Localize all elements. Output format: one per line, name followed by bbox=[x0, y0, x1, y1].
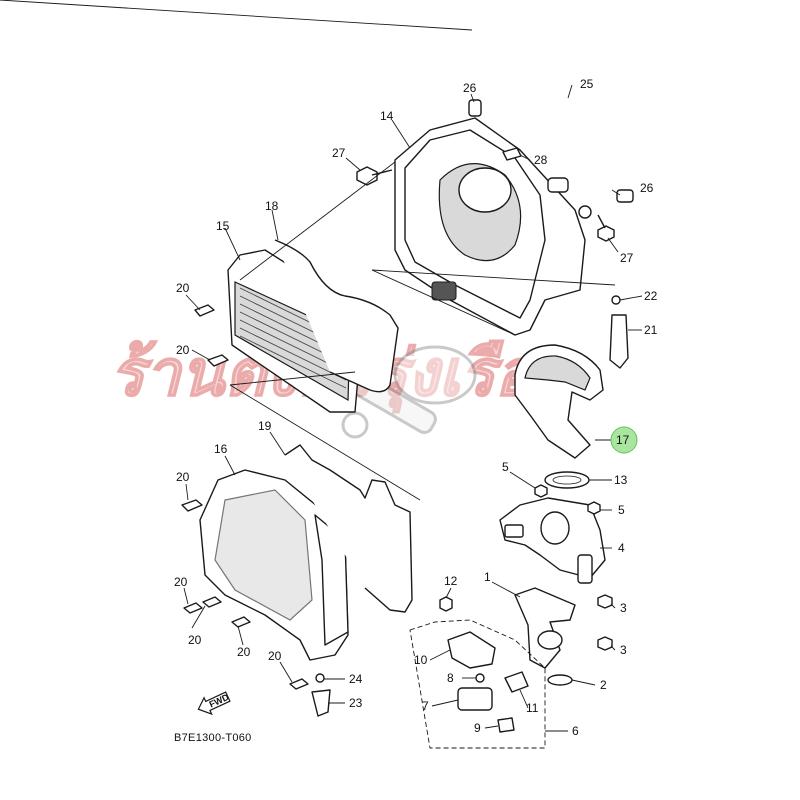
callout-1: 1 bbox=[484, 570, 491, 584]
screw-27-left bbox=[356, 166, 393, 186]
air-filter-case-14 bbox=[394, 117, 592, 336]
callout-3-b: 3 bbox=[620, 643, 627, 657]
callout-6: 6 bbox=[572, 724, 579, 738]
drawing-code: B7E1300-T060 bbox=[174, 732, 252, 744]
drain-plug-21-22 bbox=[609, 295, 629, 369]
intake-joint-17 bbox=[514, 344, 604, 459]
callout-23: 23 bbox=[349, 696, 363, 710]
callout-19: 19 bbox=[258, 419, 272, 433]
callout-20-f: 20 bbox=[237, 645, 251, 659]
fasteners-top bbox=[356, 99, 634, 242]
callout-4: 4 bbox=[618, 541, 625, 555]
callout-3-a: 3 bbox=[620, 601, 627, 615]
injector-group bbox=[439, 596, 529, 733]
callout-9: 9 bbox=[474, 721, 481, 735]
screws-5 bbox=[534, 484, 601, 515]
callout-labels: 25 26 14 27 28 26 27 22 21 15 18 20 20 1… bbox=[174, 77, 658, 738]
callout-24: 24 bbox=[349, 672, 363, 686]
callout-20-b: 20 bbox=[176, 343, 190, 357]
callout-5-a: 5 bbox=[502, 460, 509, 474]
callout-13: 13 bbox=[614, 473, 628, 487]
highlight-17 bbox=[610, 426, 638, 454]
callout-18: 18 bbox=[265, 199, 279, 213]
callout-27-left: 27 bbox=[332, 146, 346, 160]
callout-21: 21 bbox=[644, 323, 658, 337]
callout-22: 22 bbox=[644, 289, 658, 303]
screws-20 bbox=[181, 304, 309, 690]
callout-16: 16 bbox=[214, 442, 228, 456]
grommet-26-right bbox=[616, 189, 634, 203]
gasket-18 bbox=[274, 239, 399, 393]
callout-14: 14 bbox=[380, 109, 394, 123]
callout-12: 12 bbox=[444, 574, 458, 588]
gasket-19 bbox=[284, 444, 413, 613]
callout-25: 25 bbox=[580, 77, 594, 91]
leader-lines bbox=[0, 0, 643, 732]
callout-11: 11 bbox=[526, 701, 539, 715]
callout-27-right: 27 bbox=[620, 251, 634, 265]
callout-5-b: 5 bbox=[618, 503, 625, 517]
callout-20-d: 20 bbox=[174, 575, 188, 589]
o-ring-and-bolts bbox=[547, 594, 613, 686]
callout-26-top: 26 bbox=[463, 81, 477, 95]
drain-cap-23-24 bbox=[311, 673, 331, 717]
callout-7: 7 bbox=[422, 699, 429, 713]
callout-20-c: 20 bbox=[176, 470, 190, 484]
throttle-body-joint-1 bbox=[514, 587, 576, 669]
breather-hose-25 bbox=[441, 54, 600, 202]
callout-20-a: 20 bbox=[176, 281, 190, 295]
callout-17: 17 bbox=[616, 433, 630, 447]
callout-28: 28 bbox=[534, 153, 548, 167]
callout-8: 8 bbox=[447, 671, 454, 685]
fwd-arrow-icon: FWD bbox=[197, 691, 231, 716]
grommet-26-top bbox=[468, 99, 482, 117]
callout-15: 15 bbox=[216, 219, 230, 233]
group-box-6 bbox=[409, 619, 546, 749]
callout-20-e: 20 bbox=[188, 633, 202, 647]
callout-2: 2 bbox=[600, 678, 607, 692]
screw-27-right bbox=[597, 214, 615, 242]
air-box-cover-16 bbox=[199, 469, 349, 661]
callout-10: 10 bbox=[414, 653, 428, 667]
clamp-13 bbox=[544, 471, 590, 489]
callout-26-right: 26 bbox=[640, 181, 654, 195]
callout-20-g: 20 bbox=[268, 649, 282, 663]
throttle-body-4 bbox=[499, 497, 606, 584]
